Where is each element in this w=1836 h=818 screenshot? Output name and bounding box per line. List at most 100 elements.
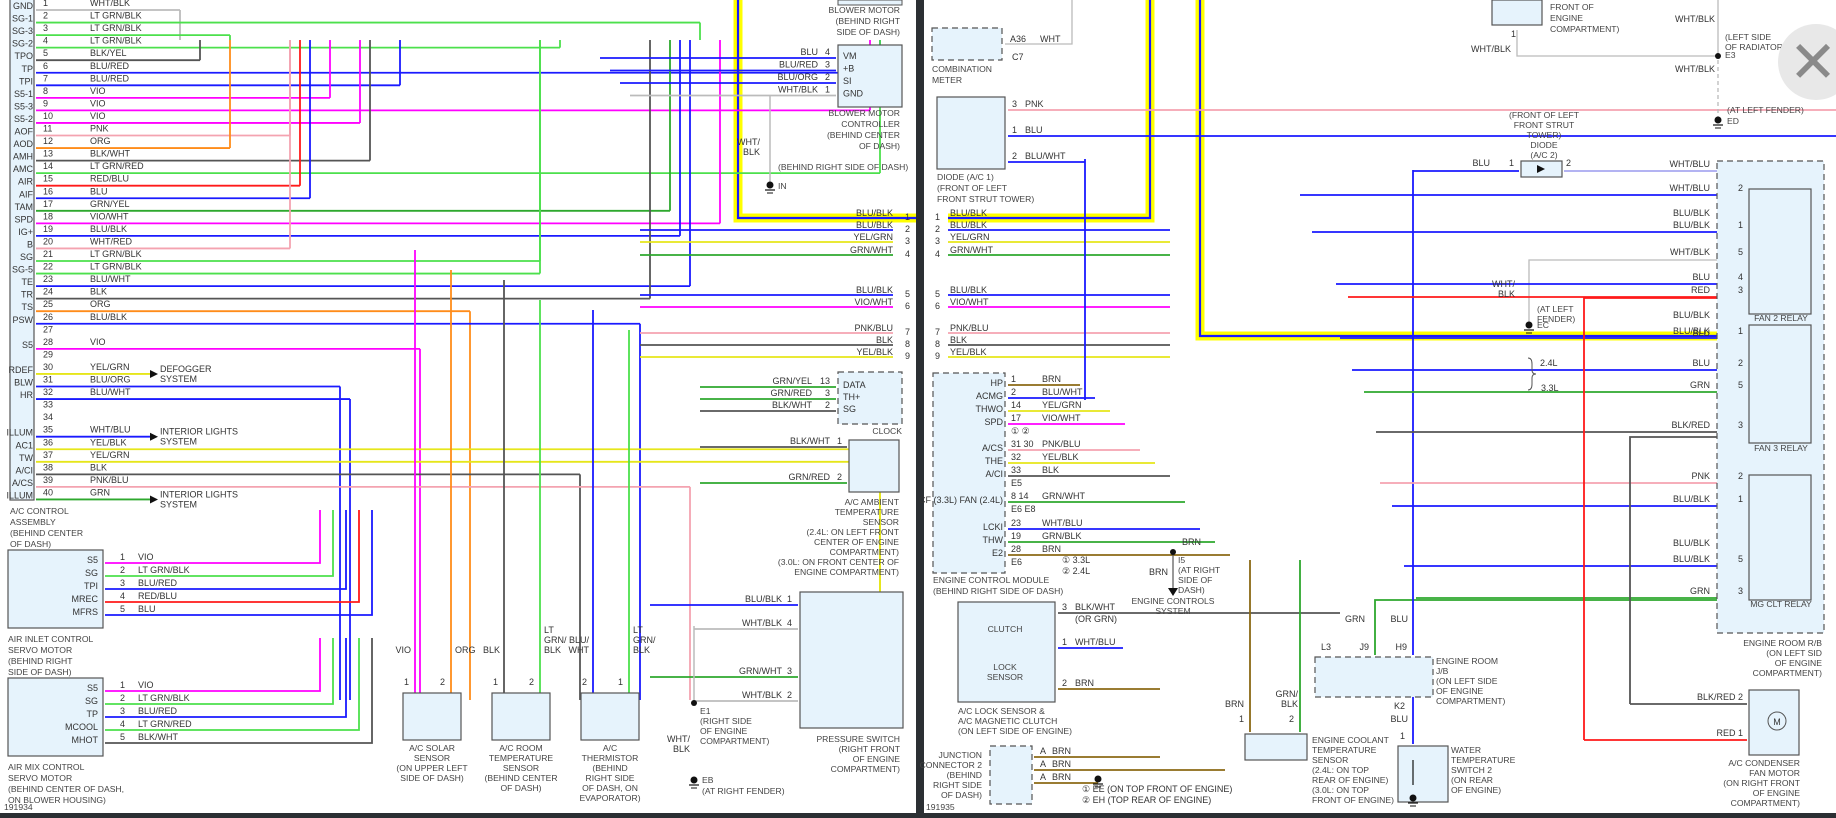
junction-pin: A [1040,759,1046,769]
jb-caption: (ON LEFT SIDE [1436,676,1498,686]
ac-control-terminal: S5-2 [14,114,33,124]
air-inlet-servo-wire-label: BLU/RED [138,578,178,588]
ac-control-pin: 2 [43,11,48,21]
splice-id: E3 [1725,50,1736,60]
sensor-pin: 1 [404,677,409,687]
jb-wire-label: GRN [1345,614,1365,624]
ac-control-pin: 28 [43,337,53,347]
rb-caption: OF ENGINE [1775,658,1823,668]
ecm-terminal: HP [990,378,1003,388]
ac-control-terminal: RDEF [9,365,34,375]
ac-control-pin: 19 [43,224,53,234]
relay-pin: 2 [1738,183,1743,193]
air-mix-servo-pin: 5 [120,732,125,742]
ac-control-wire-label: BLU/WHT [90,387,131,397]
ac-control-pin: 6 [43,61,48,71]
blower-motor-box [837,0,903,6]
air-inlet-servo-terminal: TPI [84,581,98,591]
clutch-label: CLUTCH [988,624,1023,634]
sensor-pin: 2 [440,677,445,687]
sensor-box [491,692,551,741]
ac-control-pin: 20 [43,236,53,246]
ac-control-terminal: SG-3 [12,26,33,36]
ecm-wire-label: YEL/BLK [1042,452,1079,462]
junction-caption: CONNECTOR 2 [920,760,983,770]
blower-wire-label: BLU/ORG [777,72,818,82]
engine-option-label: 3.3L [1541,383,1559,393]
ac-control-pin: 11 [43,124,52,134]
junction-caption: RIGHT SIDE [933,780,982,790]
splice-location: (LEFT SIDE [1725,32,1771,42]
air-mix-servo-terminal: MHOT [72,735,99,745]
ac-control-wire-label: BLK/WHT [90,149,131,159]
condenser-caption: OF ENGINE [1753,788,1801,798]
engine-option-label: 2.4L [1540,358,1558,368]
ac-control-pin: 31 [43,375,53,385]
meter-wire [1005,0,1073,45]
ac-control-terminal: SG-1 [12,14,33,24]
air-mix-servo-wire-label: BLK/WHT [138,732,179,742]
ac-control-pin: 39 [43,475,53,485]
ac-control-terminal: ILLUM [6,490,33,500]
air-inlet-servo-wire [105,510,373,616]
sensor-wire-label: LT [544,625,554,635]
relay-name: FAN 2 RELAY [1754,313,1808,323]
air-mix-servo-pin: 4 [120,719,125,729]
ac-control-terminal: GND [13,1,34,11]
pressure-pin: 4 [787,618,792,628]
ac-control-terminal: AC1 [15,440,33,450]
ecm-terminal: THWO [976,404,1004,414]
close-icon: ✕ [1788,28,1836,96]
sensor-caption: THERMISTOR [582,753,639,763]
relay-name: MG CLT RELAY [1750,599,1812,609]
ground-in [766,181,774,189]
engine-room-jb-box [1314,656,1434,698]
close-button[interactable]: ✕ [1778,24,1836,100]
coolant-caption: SENSOR [1312,755,1348,765]
edge-wire-label: GRN/WHT [850,245,893,255]
ac-control-wire-label: BLU [90,186,108,196]
ac-control-pin: 15 [43,174,53,184]
edge-pin: 2 [905,224,910,234]
air-mix-servo-wire-label: LT GRN/BLK [138,693,190,703]
edge-wire-label: PNK/BLU [950,323,989,333]
ambient-wire-label: BLK/WHT [790,436,831,446]
splice-location: COMPARTMENT) [700,736,770,746]
relay-wire-label: PNK [1691,471,1710,481]
junction-caption: (BEHIND [947,770,982,780]
arrow-icon [150,369,158,378]
lock-wire-label: BLK/WHT [1075,602,1116,612]
destination-label: ENGINE CONTROLS [1131,596,1214,606]
air-inlet-servo-wire [105,510,347,590]
lock-sensor-label: LOCK [993,662,1017,672]
air-inlet-servo-wire [105,510,334,577]
diode-caption: FRONT STRUT TOWER) [937,194,1034,204]
jb-caption: OF ENGINE [1436,686,1484,696]
sensor-wire-label: BLK [544,645,561,655]
edge-pin: 6 [905,301,910,311]
ac-control-wire-label: VIO [90,337,106,347]
blower-controller-box [837,44,903,108]
switch-caption: OF ENGINE) [1451,785,1501,795]
ecm-terminal: CF (3.3L) FAN (2.4L) [919,495,1003,505]
ac-control-terminal: A/CS [12,478,33,488]
ac-control-pin: 26 [43,312,53,322]
air-inlet-servo-wire-label: BLU [138,604,156,614]
splice-location: (AT RIGHT [1178,565,1221,575]
air-mix-servo-pin: 3 [120,706,125,716]
blower-wire-label: BLU/RED [779,60,819,70]
pressure-pin: 1 [787,594,792,604]
switch-pin: 1 [1400,731,1405,741]
ac-control-caption: ASSEMBLY [10,517,56,527]
ac-control-wire-label: VIO [90,111,106,121]
edge-wire-label: BLU/BLK [950,285,987,295]
ac-control-terminal: AIF [19,189,34,199]
switch-caption: (ON REAR [1451,775,1493,785]
sensor-caption: RIGHT SIDE [585,773,634,783]
ecm-pin: 1 [1011,374,1016,384]
ecm-caption: (BEHIND RIGHT SIDE OF DASH) [933,586,1063,596]
ecm-pin: 28 [1011,544,1021,554]
ac-control-wire-label: LT GRN/BLK [90,262,142,272]
air-mix-servo-pin: 2 [120,693,125,703]
ac-control-pin: 5 [43,48,48,58]
